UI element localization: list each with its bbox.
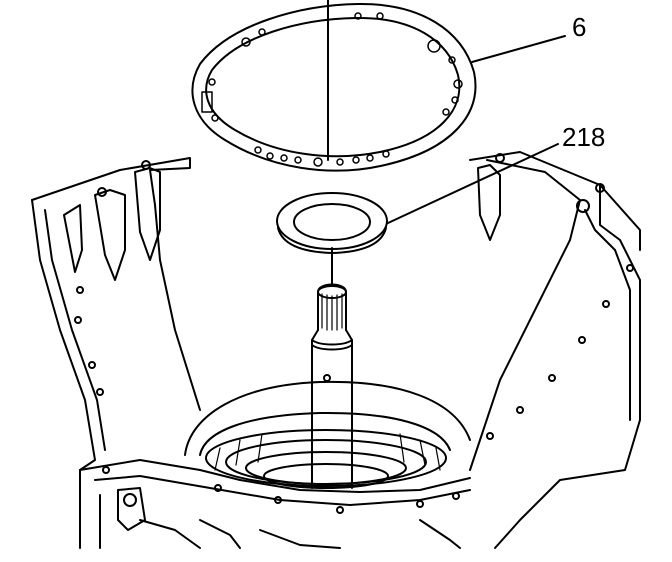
leader-line-6 <box>472 36 565 62</box>
callout-label-6: 6 <box>572 12 587 42</box>
thrust-washer-218 <box>277 193 387 253</box>
transmission-case <box>32 152 640 548</box>
input-shaft <box>312 285 352 489</box>
gasket-plate-6 <box>192 4 475 171</box>
inner-bore <box>185 382 470 488</box>
callout-label-218: 218 <box>562 122 606 152</box>
leader-line-218 <box>388 144 558 223</box>
